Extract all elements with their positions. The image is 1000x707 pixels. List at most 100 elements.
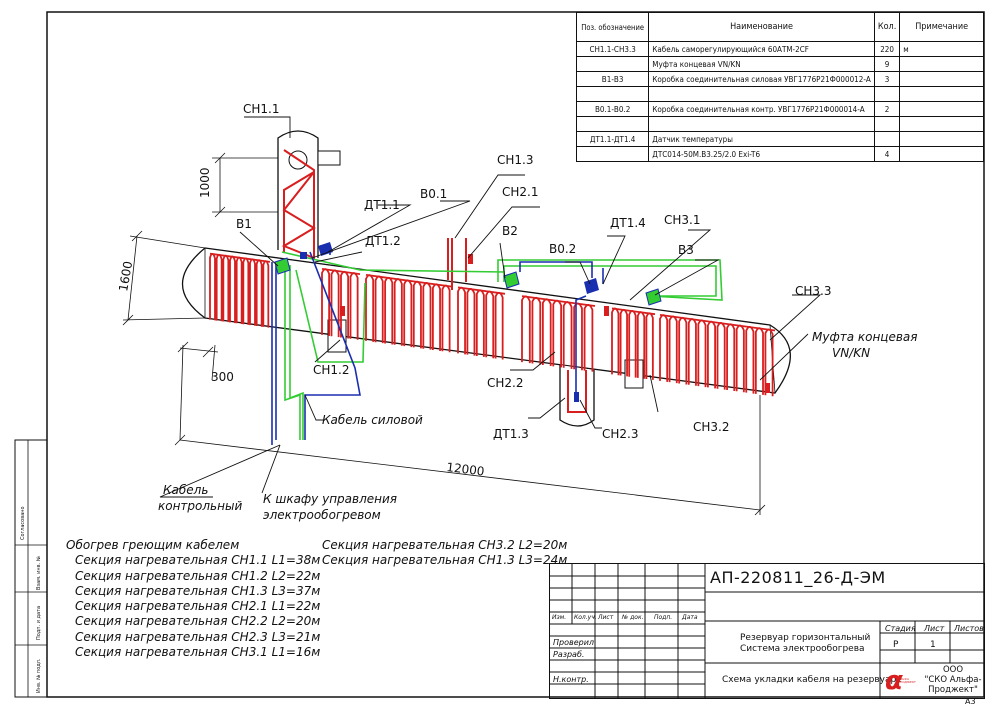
label-ch3-2: СН3.2: [693, 420, 730, 434]
paper-format: А3: [965, 697, 976, 706]
role-developed: Разраб.: [553, 650, 585, 659]
spec-cell-note: [899, 146, 984, 162]
label-b2: В2: [502, 224, 518, 238]
side-label-inv: Инв. № подл.: [36, 658, 42, 693]
junction-box-b3: [645, 288, 662, 306]
dim-300: 300: [211, 370, 234, 384]
note-line: Секция нагревательная СН2.3 L3=21м: [75, 629, 321, 644]
spec-cell-name: Муфта концевая VN/KN: [648, 56, 875, 72]
note-line: Секция нагревательная СН1.2 L2=22м: [75, 568, 321, 583]
label-b0-1: В0.1: [420, 187, 447, 201]
spec-cell-pos: В0.1-В0.2: [575, 101, 650, 117]
label-ch1-1: СН1.1: [243, 102, 280, 116]
sheet-label: Лист: [924, 624, 945, 633]
company-name: ООО "СКО Альфа- Проджект": [922, 665, 984, 695]
spec-cell-name: Коробка соединительная силовая УВГ1776Р2…: [648, 71, 875, 87]
spec-row: [575, 116, 984, 132]
label-dt1-3: ДТ1.3: [493, 427, 529, 441]
spec-cell-qty: 4: [873, 146, 901, 162]
note-line: Секция нагревательная СН1.1 L1=38м: [75, 553, 321, 568]
spec-header-note: Примечание: [899, 12, 984, 42]
spec-cell-qty: [873, 116, 901, 132]
spec-cell-qty: 3: [873, 71, 901, 87]
stamp-col-header: Изм.: [552, 614, 567, 621]
stamp-col-header: Кол.уч.: [574, 614, 597, 621]
spec-cell-note: [899, 116, 984, 132]
stage-label: Стадия: [885, 624, 916, 633]
spec-cell-pos: [575, 146, 650, 162]
label-ch2-3: СН2.3: [602, 427, 639, 441]
label-end-coupling-1: Муфта концевая: [812, 330, 918, 344]
spec-cell-note: [899, 86, 984, 102]
company-line2: "СКО Альфа-: [924, 675, 982, 685]
spec-cell-pos: В1-В3: [575, 71, 650, 87]
label-ch3-1: СН3.1: [664, 213, 701, 227]
note-line: Секция нагревательная СН1.3 L3=37м: [75, 583, 321, 598]
junction-box-b0-1: [318, 242, 333, 256]
note-line: Секция нагревательная СН1.3 L3=24м: [322, 553, 568, 568]
heating-cable-sump: [567, 370, 587, 413]
heating-loop-header: [209, 252, 271, 263]
stamp-col-header: Дата: [682, 614, 698, 621]
notes-left: Обогрев греющим кабелем Секция нагревате…: [66, 538, 320, 660]
company-logo: α АЛЬФА ПРОДЖЕКТ: [884, 666, 916, 696]
note-line: Секция нагревательная СН2.2 L2=20м: [75, 614, 321, 629]
note-line: Секция нагревательная СН2.1 L1=22м: [75, 599, 321, 614]
stamp-col-header: Подп.: [654, 614, 673, 621]
stamp-col-header: Лист: [598, 614, 614, 621]
leader-lines: [159, 116, 822, 498]
spec-cell-name: ДТС014-50М.В3.25/2.0 Exi-T6: [648, 146, 875, 162]
heating-loop-header: [521, 295, 596, 307]
spec-cell-pos: ДТ1.1-ДТ1.4: [575, 131, 650, 147]
svg-text:α: α: [885, 667, 903, 693]
label-b3: В3: [678, 243, 694, 257]
role-checked: Проверил: [553, 638, 595, 647]
company-line1: ООО: [942, 665, 964, 675]
spec-header-pos: Поз. обозначение: [575, 12, 650, 42]
logo-text: АЛЬФА ПРОДЖЕКТ: [898, 677, 916, 684]
document-code: АП-220811_26-Д-ЭМ: [710, 568, 886, 587]
stage-value: Р: [893, 640, 899, 650]
label-ch2-1: СН2.1: [502, 185, 539, 199]
spec-cell-qty: [873, 86, 901, 102]
diagram-labels: СН1.1 В1 ДТ1.1 В0.1 ДТ1.2 СН1.3 СН2.1 В2…: [116, 102, 917, 522]
spec-cell-note: [899, 101, 984, 117]
stamp-col-header: № док.: [622, 614, 644, 621]
spec-cell-note: м: [899, 41, 984, 57]
label-dt1-4: ДТ1.4: [610, 216, 646, 230]
spec-cell-qty: 220: [873, 41, 901, 57]
dim-1000: 1000: [198, 167, 212, 198]
spec-cell-note: [899, 56, 984, 72]
temp-sensor-dt1-1: [300, 252, 307, 259]
spec-cell-qty: 9: [873, 56, 901, 72]
label-control-cable-1: Кабель: [163, 483, 208, 497]
specification-table: Поз. обозначение Наименование Кол. Приме…: [575, 12, 984, 162]
label-ch1-3: СН1.3: [497, 153, 534, 167]
frame-border: [46, 11, 985, 698]
spec-cell-name: [648, 116, 875, 132]
dim-1600: 1600: [116, 260, 135, 293]
sheets-label: Листов: [954, 624, 984, 633]
side-label-replace: Взам. инв. №: [36, 555, 42, 590]
object-line2: Система электрообогрева: [740, 644, 865, 654]
company-line3: Проджект": [928, 685, 978, 695]
spec-cell-note: [899, 71, 984, 87]
heating-loop-header: [659, 313, 776, 332]
junction-box-b0-2: [584, 278, 599, 294]
heating-loop-header: [365, 274, 453, 288]
heating-riser-ch1-3: [447, 238, 467, 290]
spec-row: [575, 86, 984, 102]
spec-cell-pos: [575, 86, 650, 102]
vertical-column: [277, 130, 341, 258]
heating-loop-header: [611, 307, 656, 316]
label-control-cable-2: контрольный: [158, 499, 242, 513]
binding-strip: Согласовано Взам. инв. № Подп. и дата Ин…: [14, 439, 48, 698]
heating-cable-column: [281, 149, 316, 260]
note-line: Секция нагревательная СН3.1 L1=16м: [75, 645, 321, 660]
label-ch1-2: СН1.2: [313, 363, 350, 377]
